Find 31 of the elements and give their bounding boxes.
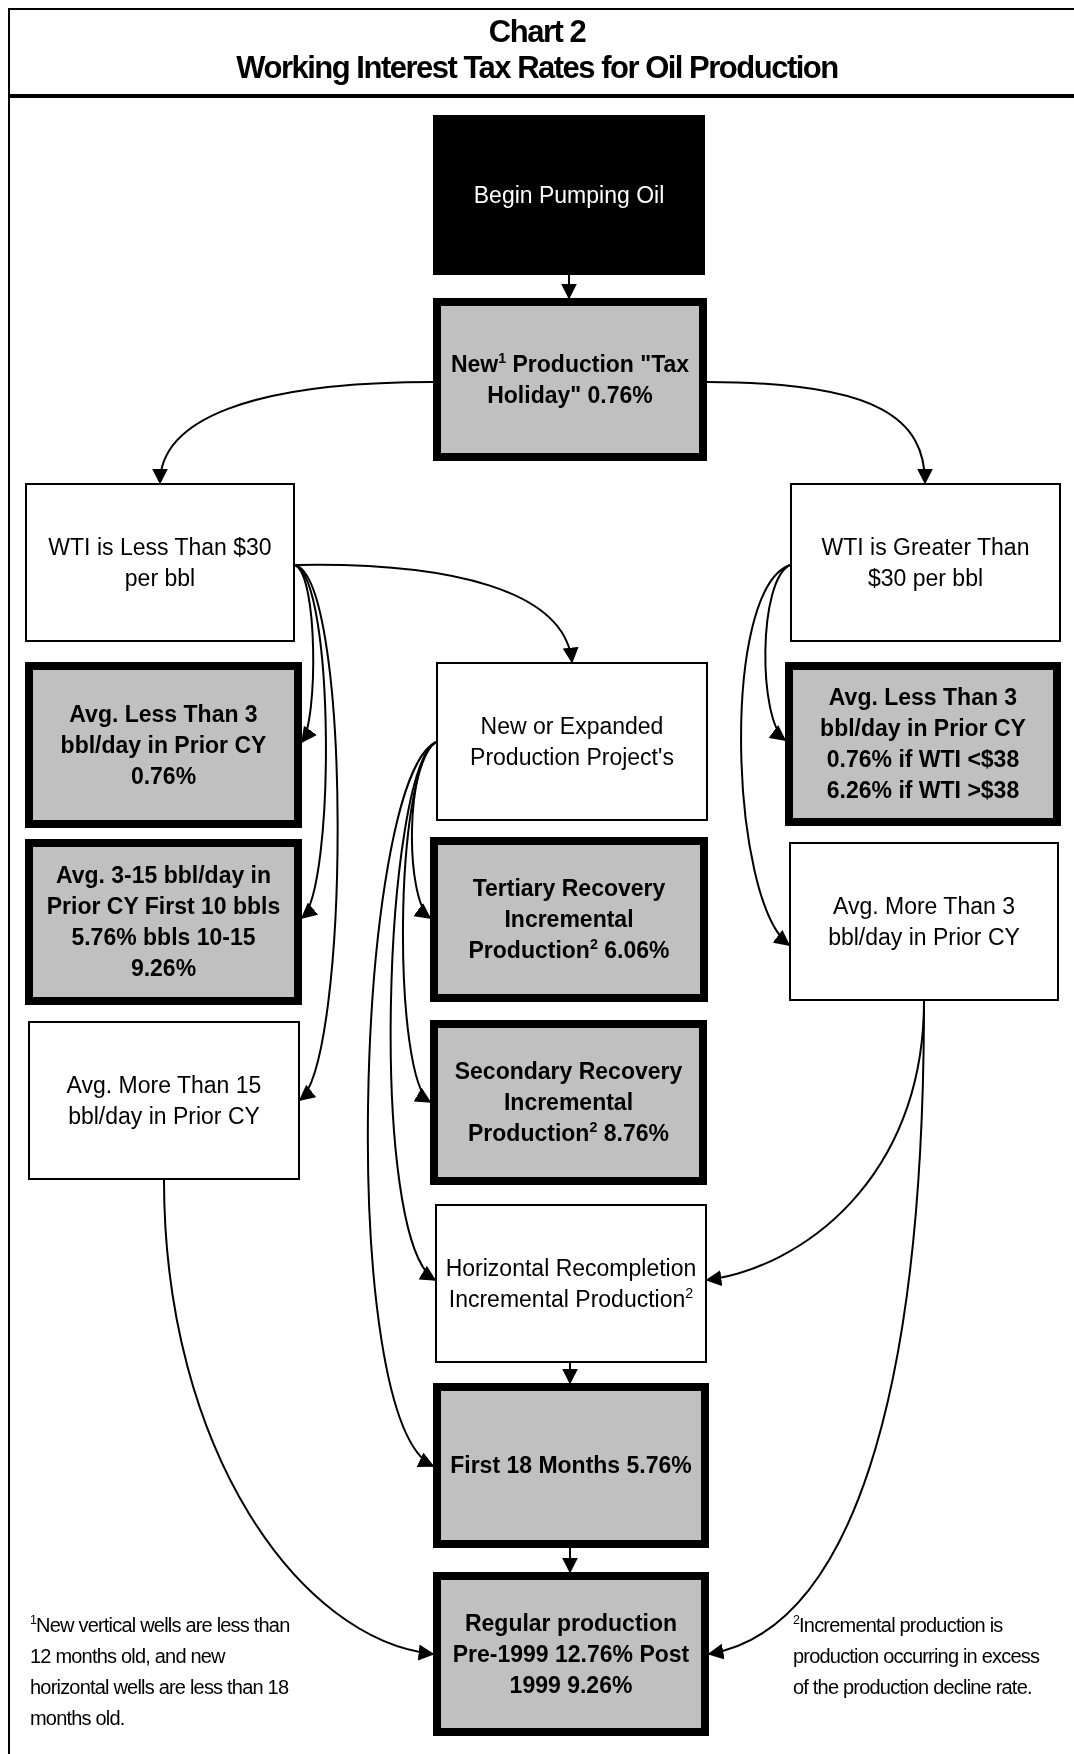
arrow — [402, 741, 437, 1104]
arrow — [163, 1179, 435, 1659]
arrow — [764, 564, 791, 742]
condition-box: WTI is Greater Than $30 per bbl — [790, 483, 1061, 642]
arrow — [389, 741, 437, 1282]
arrow — [294, 563, 577, 664]
condition-box: WTI is Less Than $30 per bbl — [25, 483, 295, 642]
arrow — [706, 381, 933, 485]
chart-number: Chart 2 — [487, 14, 587, 50]
chart-title: Working Interest Tax Rates for Oil Production — [235, 50, 839, 86]
condition-box: Avg. More Than 15 bbl/day in Prior CY — [28, 1021, 300, 1180]
start-box: Begin Pumping Oil — [433, 115, 705, 275]
arrow — [561, 274, 577, 300]
rate-box: Avg. 3-15 bbl/day in Prior CY First 10 bbls 5.76% bbls 10-15 9.26% — [25, 839, 302, 1005]
footnote: $^{2}$Incremental production is production occurring in excess of the production decline rate. — [793, 1612, 1041, 1700]
rate-box: Regular production Pre-1999 12.76% Post 1999 9.26% — [433, 1572, 709, 1736]
rate-box: New$^{1}$ Production "Tax Holiday" 0.76% — [433, 298, 707, 461]
arrow — [153, 381, 434, 485]
arrow — [562, 1362, 578, 1385]
rate-box: Secondary Recovery Incremental Production$^{2}$ 8.76% — [430, 1020, 707, 1185]
rate-box: Avg. Less Than 3 bbl/day in Prior CY 0.76% if WTI <$38 6.26% if WTI >$38 — [785, 662, 1061, 826]
arrow — [367, 741, 437, 1468]
arrow — [562, 1547, 578, 1574]
condition-box: New or Expanded Production Project's — [436, 662, 708, 821]
rate-box: Tertiary Recovery Incremental Production$^{2}$ 6.06% — [430, 837, 708, 1002]
rate-box: First 18 Months 5.76% — [433, 1383, 709, 1548]
condition-box: Avg. More Than 3 bbl/day in Prior CY — [789, 842, 1059, 1001]
footnote: $^{1}$New vertical wells are less than 12 months old, and new horizontal wells are less than 18 months old. — [30, 1612, 291, 1731]
rate-box: Avg. Less Than 3 bbl/day in Prior CY 0.76% — [25, 662, 302, 828]
condition-box: Horizontal Recompletion Incremental Production$^{2}$ — [435, 1204, 707, 1363]
arrow — [740, 564, 791, 947]
